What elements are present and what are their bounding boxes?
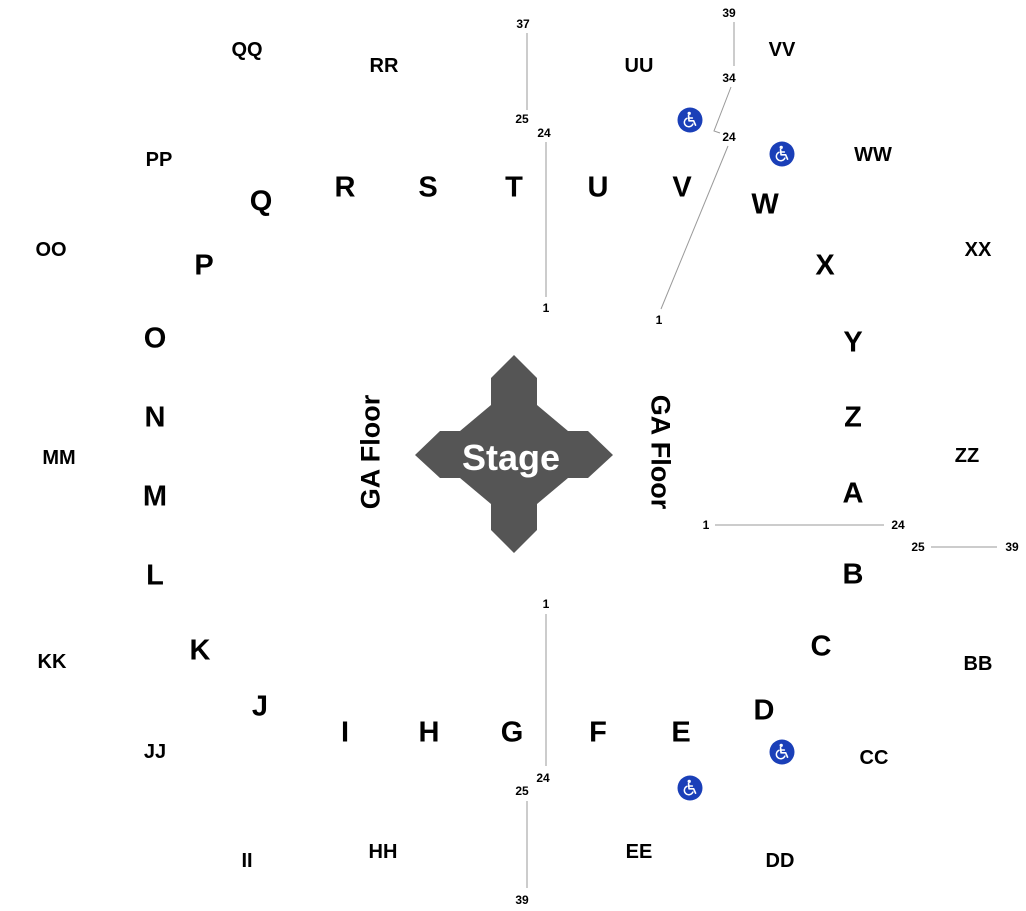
wheelchair-accessible-icon[interactable] [677, 775, 703, 801]
section-l[interactable]: L [146, 559, 164, 592]
section-ee[interactable]: EE [625, 841, 653, 863]
row-line-ne-lower [660, 145, 729, 310]
section-zz[interactable]: ZZ [954, 445, 980, 467]
row-number: 1 [542, 301, 550, 315]
section-pp[interactable]: PP [145, 149, 173, 171]
section-k[interactable]: K [189, 634, 211, 667]
section-dd[interactable]: DD [765, 850, 795, 872]
section-jj[interactable]: JJ [143, 741, 167, 763]
row-number: 1 [655, 313, 663, 327]
section-s[interactable]: S [418, 171, 438, 204]
section-m[interactable]: M [142, 480, 168, 513]
section-g[interactable]: G [500, 716, 524, 749]
section-xx[interactable]: XX [964, 239, 992, 261]
section-q[interactable]: Q [249, 185, 273, 218]
section-hh[interactable]: HH [368, 841, 398, 863]
row-number: 24 [537, 126, 551, 140]
stage-shape[interactable] [415, 355, 613, 553]
section-y[interactable]: Y [843, 326, 863, 359]
row-number: 1 [542, 597, 550, 611]
row-number: 1 [702, 518, 710, 532]
row-number: 24 [722, 130, 736, 144]
section-j[interactable]: J [251, 690, 269, 723]
row-number: 37 [516, 17, 530, 31]
row-number: 34 [722, 71, 736, 85]
section-a[interactable]: A [842, 477, 864, 510]
section-w[interactable]: W [751, 188, 779, 221]
section-n[interactable]: N [144, 401, 166, 434]
wheelchair-accessible-icon[interactable] [769, 141, 795, 167]
section-e[interactable]: E [671, 716, 691, 749]
section-t[interactable]: T [505, 171, 523, 204]
section-vv[interactable]: VV [768, 39, 796, 61]
row-number: 25 [515, 112, 529, 126]
section-z[interactable]: Z [844, 401, 862, 434]
section-d[interactable]: D [753, 694, 775, 727]
section-ww[interactable]: WW [854, 144, 892, 166]
section-cc[interactable]: CC [859, 747, 889, 769]
section-bb[interactable]: BB [963, 653, 993, 675]
section-p[interactable]: P [194, 249, 214, 282]
section-uu[interactable]: UU [624, 55, 654, 77]
section-x[interactable]: X [815, 249, 835, 282]
section-oo[interactable]: OO [35, 239, 67, 261]
section-rr[interactable]: RR [369, 55, 399, 77]
section-kk[interactable]: KK [37, 651, 67, 673]
section-ii[interactable]: II [241, 850, 253, 872]
ga-floor-right-label[interactable]: GA Floor [645, 394, 676, 510]
row-number: 39 [515, 893, 529, 907]
section-mm[interactable]: MM [42, 447, 76, 469]
row-number: 25 [515, 784, 529, 798]
section-b[interactable]: B [842, 558, 864, 591]
section-v[interactable]: V [672, 171, 692, 204]
wheelchair-accessible-icon[interactable] [677, 107, 703, 133]
row-number: 24 [891, 518, 905, 532]
section-i[interactable]: I [340, 716, 350, 749]
section-qq[interactable]: QQ [231, 39, 263, 61]
row-number: 39 [1005, 540, 1019, 554]
ga-floor-left-label[interactable]: GA Floor [355, 394, 386, 510]
row-number: 24 [536, 771, 550, 785]
row-number: 25 [911, 540, 925, 554]
section-h[interactable]: H [418, 716, 440, 749]
section-c[interactable]: C [810, 630, 832, 663]
row-line-ne-mid [713, 86, 732, 134]
row-number: 39 [722, 6, 736, 20]
section-f[interactable]: F [589, 716, 607, 749]
section-o[interactable]: O [143, 322, 167, 355]
section-r[interactable]: R [334, 171, 356, 204]
stage-label: Stage [461, 437, 561, 478]
wheelchair-accessible-icon[interactable] [769, 739, 795, 765]
section-u[interactable]: U [587, 171, 609, 204]
